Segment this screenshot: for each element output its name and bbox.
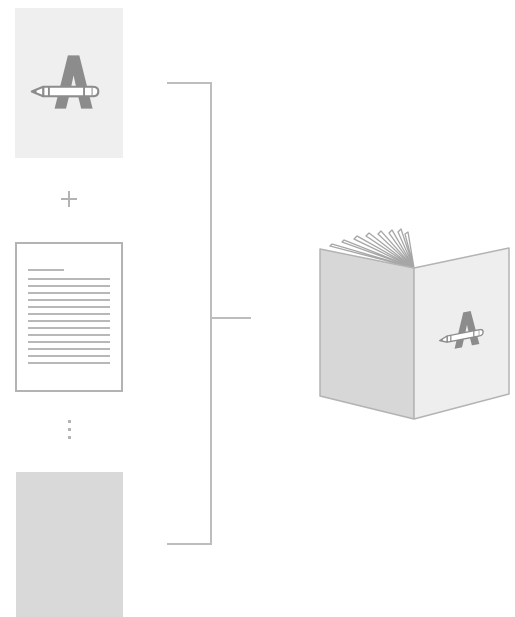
book-pages xyxy=(329,228,415,269)
blank-page xyxy=(16,472,123,617)
book-left-cover xyxy=(319,248,415,420)
blank-page-icon xyxy=(16,472,123,617)
bracket-connector xyxy=(167,82,251,545)
logo-tile xyxy=(15,8,123,158)
vertical-ellipsis-icon xyxy=(68,420,71,439)
text-document-icon xyxy=(28,269,110,364)
plus-icon xyxy=(61,191,77,207)
document-page xyxy=(15,242,123,392)
open-book xyxy=(319,228,510,420)
